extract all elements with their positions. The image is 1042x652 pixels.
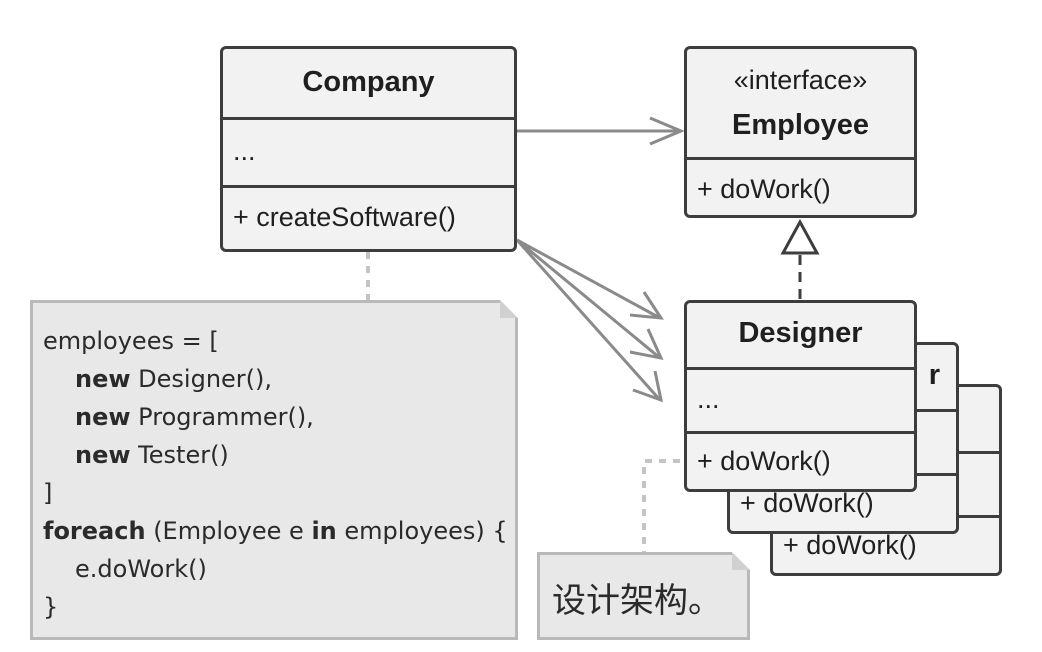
code-keyword: foreach bbox=[43, 517, 146, 545]
code-line: foreach (Employee e in employees) { bbox=[43, 517, 508, 545]
code-text: ] bbox=[43, 479, 53, 507]
code-text: e.doWork() bbox=[75, 555, 207, 583]
code-text: } bbox=[43, 593, 59, 621]
stacked-middle-name-section: r bbox=[730, 345, 956, 409]
company-name-section: Company bbox=[223, 49, 514, 117]
code-note: employees = [ new Designer(), new Progra… bbox=[30, 300, 518, 640]
designer-class: Designer ... + doWork() bbox=[684, 300, 917, 492]
designer-methods-section: + doWork() bbox=[687, 431, 914, 489]
code-line: new Tester() bbox=[43, 441, 229, 469]
designer-note: 设计架构。 bbox=[537, 552, 750, 640]
code-line: new Programmer(), bbox=[43, 403, 314, 431]
employee-name: Employee bbox=[732, 109, 869, 141]
employee-methods-section: + doWork() bbox=[687, 157, 914, 215]
realization-arrow bbox=[780, 218, 820, 300]
stacked-middle-method: + doWork() bbox=[740, 488, 874, 518]
company-class: Company ... + createSoftware() bbox=[220, 46, 517, 252]
code-line: e.doWork() bbox=[43, 555, 207, 583]
employee-method: + doWork() bbox=[697, 174, 831, 204]
company-name: Company bbox=[302, 66, 435, 98]
code-line: ] bbox=[43, 479, 52, 507]
code-text: Designer(), bbox=[130, 365, 273, 393]
code-line: } bbox=[43, 593, 58, 621]
code-text: (Employee e bbox=[145, 517, 312, 545]
association-arrow-employee bbox=[517, 116, 685, 146]
designer-method: + doWork() bbox=[697, 446, 831, 476]
employee-stereotype: «interface» bbox=[733, 65, 868, 95]
code-keyword: new bbox=[75, 365, 131, 393]
company-method: + createSoftware() bbox=[233, 202, 456, 232]
employee-name-section: «interface» Employee bbox=[687, 49, 914, 157]
stacked-back-method: + doWork() bbox=[783, 530, 917, 560]
company-attributes-section: ... bbox=[223, 117, 514, 185]
designer-attributes-section: ... bbox=[687, 367, 914, 431]
company-methods-section: + createSoftware() bbox=[223, 185, 514, 249]
designer-name: Designer bbox=[738, 317, 863, 349]
code-text: employees) { bbox=[336, 517, 508, 545]
code-keyword: new bbox=[75, 441, 131, 469]
designer-note-connector bbox=[642, 459, 680, 552]
code-line: new Designer(), bbox=[43, 365, 272, 393]
note-fold-corner bbox=[732, 552, 750, 570]
employee-interface: «interface» Employee + doWork() bbox=[684, 46, 917, 218]
code-text: Programmer(), bbox=[130, 403, 314, 431]
company-attributes: ... bbox=[233, 136, 256, 166]
code-keyword: in bbox=[311, 517, 337, 545]
code-keyword: new bbox=[75, 403, 131, 431]
code-text: Tester() bbox=[130, 441, 229, 469]
designer-attributes: ... bbox=[697, 384, 720, 414]
association-arrows-employees bbox=[515, 238, 664, 403]
code-text: employees = [ bbox=[43, 327, 219, 355]
stacked-middle-name-fragment: r bbox=[928, 359, 940, 391]
code-line: employees = [ bbox=[43, 327, 219, 355]
note-fold-corner bbox=[500, 300, 518, 318]
designer-note-text: 设计架构。 bbox=[552, 581, 722, 621]
designer-name-section: Designer bbox=[687, 303, 914, 367]
